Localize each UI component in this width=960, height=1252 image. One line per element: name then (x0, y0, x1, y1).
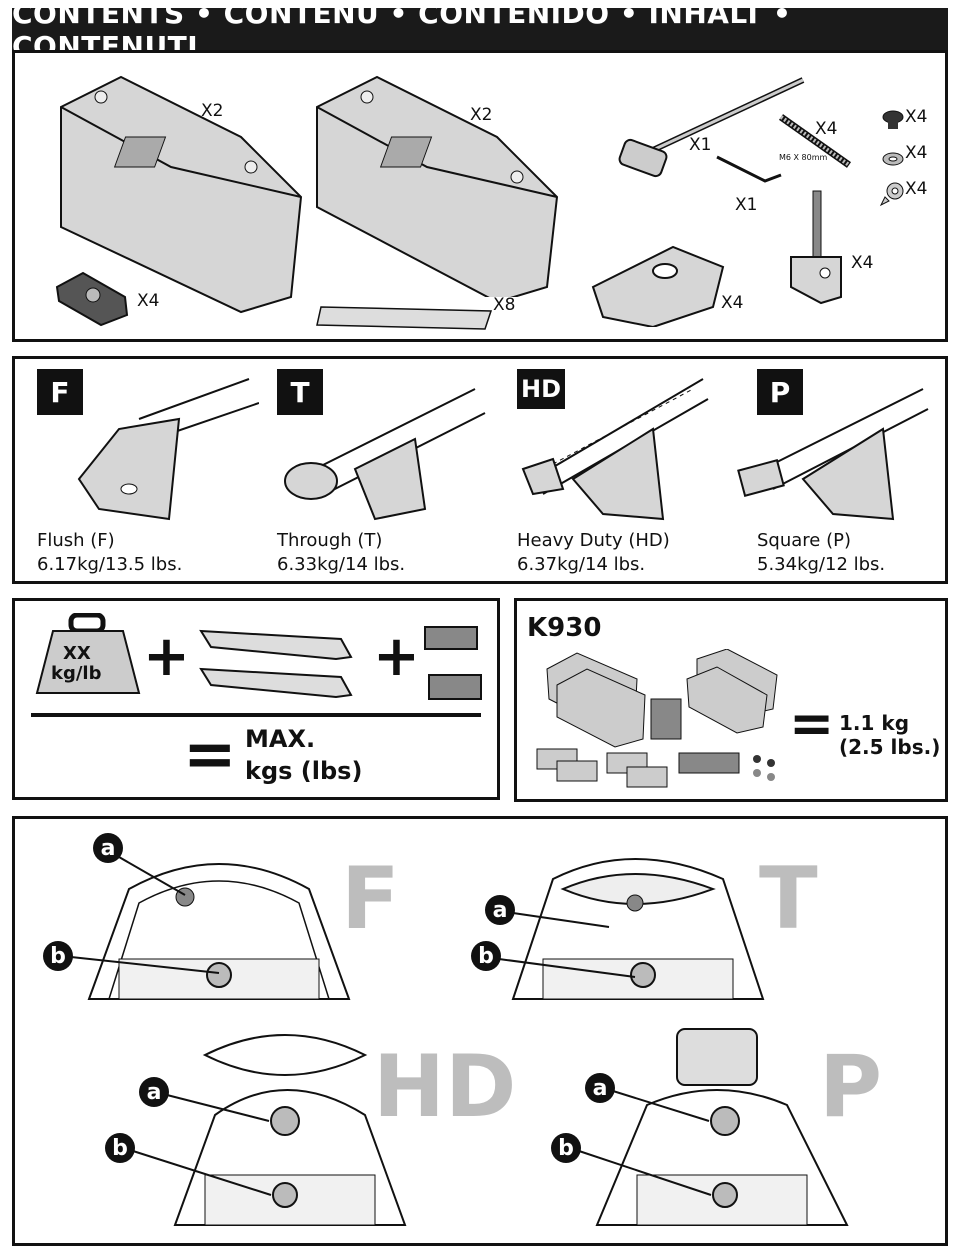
washer-icon (882, 152, 904, 166)
callout-a-hd: a (139, 1077, 169, 1107)
foot-pack-illustration-1 (60, 75, 303, 314)
leader-lines-p (578, 1090, 712, 1196)
kit-panel: K930 = 1.1 kg (2.5 lbs.) (514, 598, 948, 802)
weight-label-1: XX (63, 643, 91, 664)
hex-key-qty: X1 (735, 195, 758, 215)
kit-code: K930 (527, 613, 602, 643)
hex-key-icon (716, 155, 782, 183)
square-bar-illustration (737, 388, 929, 521)
badge-f: F (37, 369, 83, 415)
screw-icon (882, 110, 904, 129)
through-bar-illustration (284, 388, 486, 521)
screw-qty: X4 (905, 107, 928, 127)
leader-lines-hd (132, 1094, 272, 1196)
foot-pack-qty-2: X2 (470, 105, 493, 125)
plus-icon-1: + (143, 624, 190, 689)
key-tool-qty: X1 (689, 135, 712, 155)
weight-label-2: kg/lb (51, 663, 102, 684)
diagrams-panel: F a b T a b HD a b P a b (12, 816, 948, 1246)
callout-a-t: a (485, 895, 515, 925)
diagram-letter-hd: HD (373, 1037, 517, 1137)
plus-icon-2: + (373, 624, 420, 689)
nut-qty: X4 (137, 291, 160, 311)
kit-weight-1: 1.1 kg (839, 711, 910, 735)
bar-weight-hd: 6.37kg/14 lbs. (517, 554, 646, 575)
pad-qty: X4 (721, 293, 744, 313)
contents-panel: X2 X2 X1 X1 X4 M6 X 80mm X4 X4 X4 (12, 50, 948, 342)
badge-p: P (757, 369, 803, 415)
strip-icon (316, 306, 493, 330)
header-title: CONTENTS • CONTENU • CONTENIDO • INHALT … (12, 0, 792, 63)
leader-lines-f (70, 856, 220, 974)
clamp-qty: X4 (851, 253, 874, 273)
callout-b-p: b (551, 1133, 581, 1163)
key-tool-icon (618, 77, 805, 178)
callout-b-hd: b (105, 1133, 135, 1163)
diagram-letter-p: P (819, 1037, 883, 1137)
bar-types-panel: F Flush (F) 6.17kg/13.5 lbs. T Through (… (12, 356, 948, 584)
callout-a-f: a (93, 833, 123, 863)
weight-icon (35, 613, 141, 694)
result-line-1: MAX. (245, 725, 316, 753)
nut-icon (55, 271, 129, 327)
fit-kit-icon (424, 626, 482, 700)
result-line-2: kgs (lbs) (245, 757, 363, 785)
contents-header: CONTENTS • CONTENU • CONTENIDO • INHALT … (12, 0, 948, 63)
clamp-icon (790, 190, 842, 305)
wing-nut-qty: X4 (905, 179, 928, 199)
bolt-spec: M6 X 80mm (779, 153, 828, 162)
kit-weight-2: (2.5 lbs.) (839, 735, 941, 759)
bar-name-t: Through (T) (277, 530, 383, 551)
callout-b-f: b (43, 941, 73, 971)
formula-divider (31, 713, 481, 717)
bar-name-f: Flush (F) (37, 530, 115, 551)
heavy-duty-bar-illustration (521, 378, 709, 521)
bars-pair-icon (199, 629, 353, 699)
strip-qty: X8 (493, 295, 516, 315)
badge-hd: HD (517, 369, 565, 409)
bar-name-hd: Heavy Duty (HD) (517, 530, 670, 551)
diagram-letter-f: F (341, 849, 400, 949)
bar-weight-f: 6.17kg/13.5 lbs. (37, 554, 183, 575)
leader-lines-t (498, 912, 636, 978)
bar-weight-p: 5.34kg/12 lbs. (757, 554, 886, 575)
equals-icon: = (183, 718, 237, 792)
foot-diagram-hd (173, 1034, 407, 1226)
washer-qty: X4 (905, 143, 928, 163)
foot-pack-illustration-2 (316, 75, 559, 297)
pad-icon (591, 245, 725, 327)
callout-b-t: b (471, 941, 501, 971)
badge-t: T (277, 369, 323, 415)
flush-bar-illustration (77, 378, 259, 521)
bolt-qty: X4 (815, 119, 838, 139)
kit-equals-icon: = (789, 692, 835, 755)
callout-a-p: a (585, 1073, 615, 1103)
foot-diagram-p (595, 1028, 849, 1226)
bolt-icon (778, 114, 852, 168)
diagram-letter-t: T (759, 849, 818, 949)
kit-parts-illustration (536, 649, 778, 788)
foot-pack-qty-1: X2 (201, 101, 224, 121)
foot-diagram-t (511, 858, 765, 1000)
wing-nut-icon (879, 182, 904, 207)
bar-weight-t: 6.33kg/14 lbs. (277, 554, 406, 575)
bar-name-p: Square (P) (757, 530, 851, 551)
load-formula-panel: XX kg/lb + + = MAX. kgs (lbs) (12, 598, 500, 800)
